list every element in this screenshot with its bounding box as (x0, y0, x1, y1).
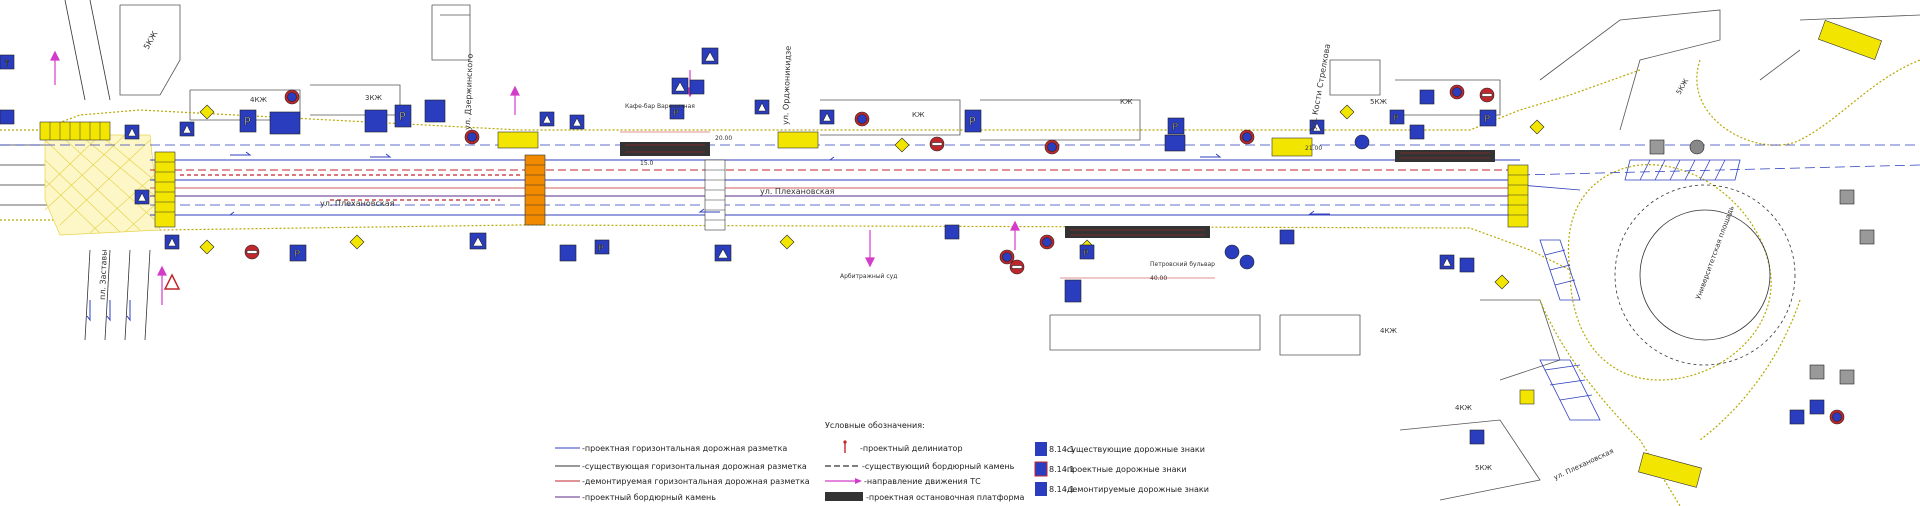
legend-item: -направление движения ТС (864, 477, 981, 486)
road-signs: P P P P P P P P (0, 47, 1875, 445)
svg-text:↑: ↑ (3, 59, 11, 69)
building-label: 4КЖ (1380, 327, 1397, 335)
building-label: 4КЖ (250, 96, 267, 104)
intersection-hatch (44, 134, 161, 236)
annotation-stop-left: Кафе-бар Вареничная (625, 103, 695, 110)
legend-swatch (843, 440, 847, 453)
svg-text:P: P (244, 115, 251, 128)
legend-sign-project-icon (1034, 461, 1048, 477)
buildings (119, 4, 1920, 501)
annotation-stop-mid: Арбитражный суд (840, 273, 897, 280)
svg-text:P: P (598, 244, 604, 254)
street-sw: ул. Плехановская (1552, 447, 1614, 482)
legend-swatch (825, 478, 862, 484)
building-label: КЖ (912, 111, 925, 119)
svg-text:P: P (673, 109, 679, 119)
building-label: 3КЖ (365, 94, 382, 102)
hatched-zones (1539, 159, 1741, 421)
dimension: 20.00 (715, 135, 732, 142)
legend-item: -проектная остановочная платформа (866, 493, 1025, 502)
crosswalks (39, 19, 1882, 488)
svg-text:P: P (1083, 249, 1089, 259)
legend-sign-code: 8.14.1 (1049, 465, 1074, 474)
svg-text:P: P (399, 110, 406, 123)
legend-item: -проектный бордюрный камень (582, 493, 716, 502)
svg-text:P: P (1393, 114, 1399, 124)
ring-label: Университетская площадь (1694, 205, 1735, 301)
legend-item: -демонтируемые дорожные знаки (1064, 485, 1209, 494)
legend-sign-code: 8.14.1 (1049, 445, 1074, 454)
street-main: ул. Плехановская (760, 187, 835, 196)
legend-item: -существующий бордюрный камень (862, 462, 1015, 471)
lane-arrows (86, 151, 1330, 322)
legend-header: Условные обозначения: (825, 421, 925, 430)
roundabout (1614, 184, 1796, 366)
street-kosti: ул. Кости Стрелкова (1308, 43, 1332, 130)
legend-sign-code: 8.14.1 (1049, 485, 1074, 494)
svg-text:P: P (969, 115, 976, 128)
dimension: 15.0 (640, 160, 654, 167)
street-dzerzhinsky: ул. Дзержинского (463, 53, 475, 130)
legend-item: -проектная горизонтальная дорожная разме… (582, 444, 787, 453)
svg-text:P: P (294, 249, 300, 260)
legend-item: -существующая горизонтальная дорожная ра… (582, 462, 807, 471)
legend: Условные обозначения: -проектная горизон… (555, 421, 1209, 502)
street-ordzhonikidze: ул. Орджоникидзе (781, 46, 793, 125)
legend-item: -существующие дорожные знаки (1064, 445, 1205, 454)
building-label: 5КЖ (1370, 98, 1387, 106)
dimension: 21.00 (1305, 145, 1322, 152)
legend-item: -демонтируемая горизонтальная дорожная р… (582, 477, 810, 486)
building-label: 5КЖ (1675, 77, 1691, 96)
dimension: 40.00 (1150, 275, 1167, 282)
svg-text:P: P (1172, 122, 1178, 133)
svg-text:P: P (1484, 114, 1490, 125)
street-square: пл. Заставы (98, 249, 109, 300)
building-label: 5КЖ (1475, 464, 1492, 472)
building-label: КЖ (1120, 98, 1133, 106)
annotation-stop-right: Петровский бульвар (1150, 261, 1215, 268)
building-label: 5КЖ (142, 29, 160, 51)
street-main-left: ул. Плехановская (320, 199, 395, 208)
stop-platforms (620, 142, 1495, 238)
building-label: 4КЖ (1455, 404, 1472, 412)
legend-sign-demolish-icon (1035, 482, 1047, 496)
legend-swatch (825, 492, 863, 501)
legend-sign-existing-icon (1035, 442, 1047, 456)
legend-item: -проектный делиниатор (860, 444, 963, 453)
legend-item: -проектные дорожные знаки (1064, 465, 1187, 474)
